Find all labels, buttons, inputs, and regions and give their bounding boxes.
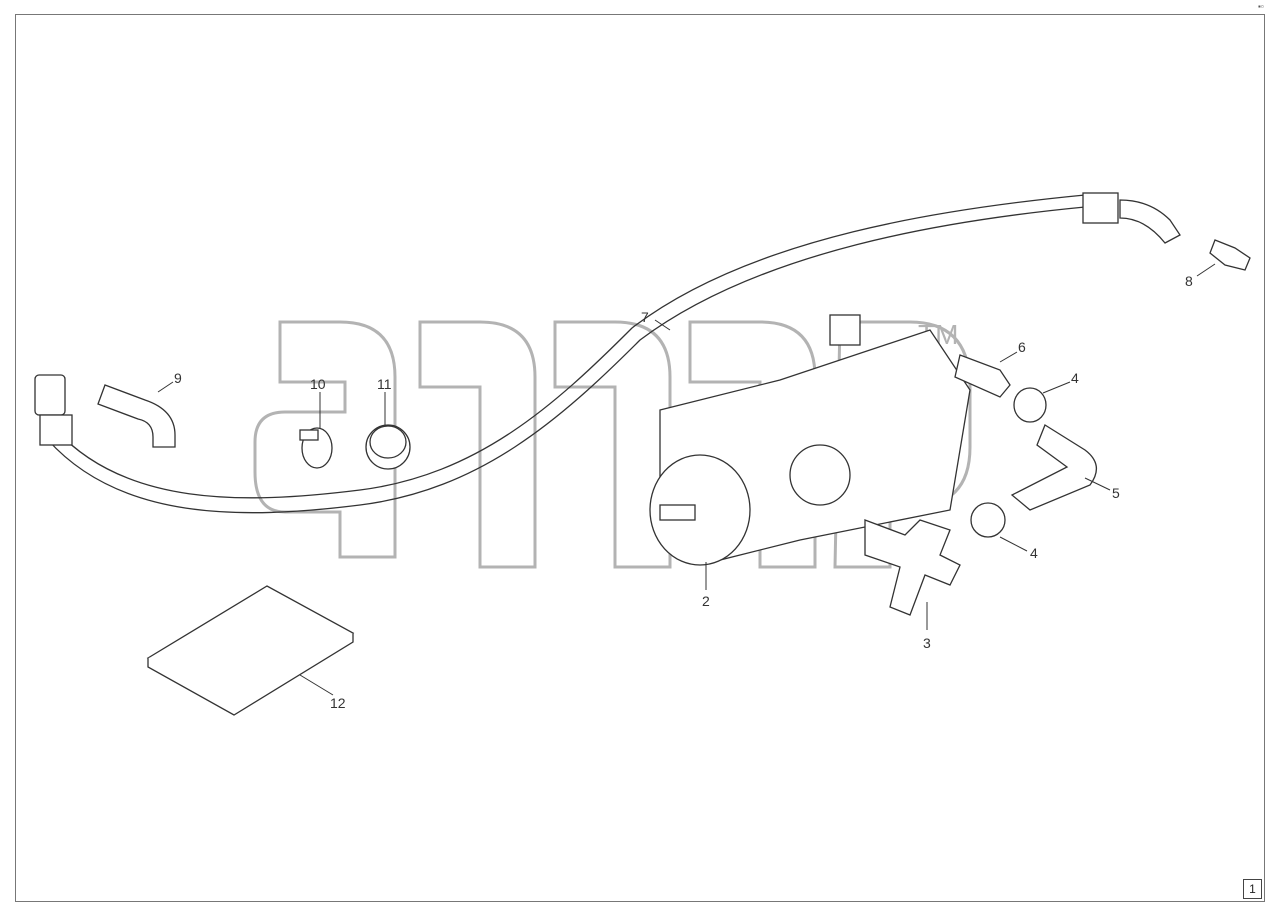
- corner-mark: ▪▫: [1258, 2, 1264, 11]
- manual-booklet-icon: [146, 585, 355, 716]
- hydraulic-hose-icon: [34, 192, 1181, 514]
- hydraulic-pump-icon: [649, 314, 971, 566]
- hose-fitting-icon: [954, 354, 1011, 398]
- part-label-4b: 4: [1030, 545, 1038, 561]
- hose-clamp-icon: [299, 427, 333, 469]
- part-label-4a: 4: [1071, 370, 1079, 386]
- part-label-5: 5: [1112, 485, 1120, 501]
- part-label-2: 2: [702, 593, 710, 609]
- part-label-10: 10: [310, 376, 326, 392]
- hose-clamp-icon: [970, 387, 1047, 538]
- part-label-12: 12: [330, 695, 346, 711]
- leader-lines: [157, 263, 1216, 696]
- cross-fitting-icon: [864, 519, 961, 616]
- part-label-11: 11: [377, 376, 392, 392]
- part-label-3: 3: [923, 635, 931, 651]
- part-label-8: 8: [1185, 273, 1193, 289]
- elbow-fitting-icon: [97, 384, 176, 448]
- part-label-7: 7: [641, 309, 649, 325]
- adapter-fitting-icon: [1209, 239, 1251, 271]
- sheet-number-box: 1: [1243, 879, 1262, 899]
- elbow-hose-icon: [1010, 424, 1097, 511]
- part-labels: 2 3 4 4 5 6 7 8 9 10 11 12: [174, 273, 1193, 711]
- drawing-frame: [15, 14, 1265, 902]
- clamp-ring-icon: [365, 424, 411, 470]
- part-label-9: 9: [174, 370, 182, 386]
- part-label-6: 6: [1018, 339, 1026, 355]
